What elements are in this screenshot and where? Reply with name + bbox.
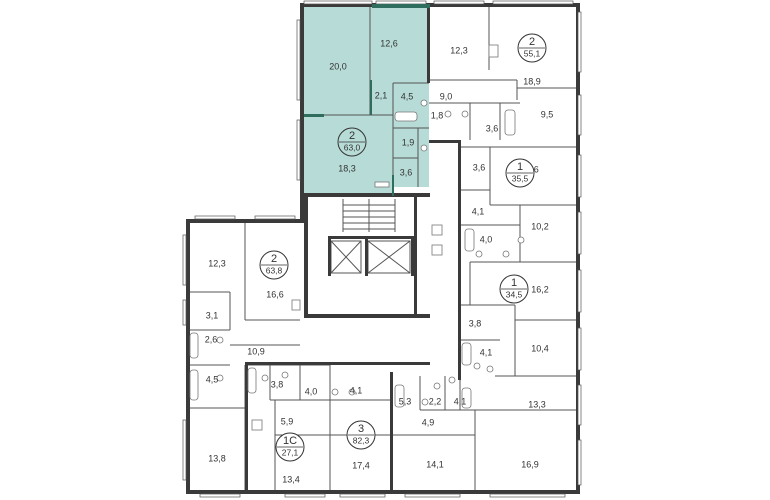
- room-area-label: 1,9: [402, 137, 415, 147]
- room-area-label: 4,5: [401, 91, 414, 101]
- apartment-area: 55,1: [524, 48, 541, 58]
- room-area-label: 14,1: [426, 459, 444, 469]
- room-area-label: 9,5: [541, 109, 554, 119]
- apartment-type: 3: [358, 423, 364, 435]
- room-area-label: 3,6: [473, 162, 486, 172]
- room-area-label: 3,8: [469, 318, 482, 328]
- highlighted-apartment[interactable]: [304, 7, 429, 196]
- room-area-label: 4,1: [350, 385, 363, 395]
- room-area-label: 3,6: [486, 123, 499, 133]
- apartment-badge[interactable]: 135,5: [505, 158, 535, 188]
- room-area-label: 5,3: [399, 396, 412, 406]
- room-area-label: 4,5: [206, 374, 219, 384]
- room-area-label: 3,1: [206, 310, 219, 320]
- fixtures: [189, 44, 525, 431]
- windows: [182, 0, 582, 498]
- apartment-area: 63,0: [344, 142, 361, 152]
- apartment-area: 34,5: [506, 289, 523, 299]
- room-area-label: 3,8: [271, 379, 284, 389]
- apartment-area: 27,1: [282, 447, 299, 457]
- room-area-label: 16,2: [531, 284, 549, 294]
- apartment-badge[interactable]: 263,8: [259, 250, 289, 280]
- room-area-label: 2,1: [375, 90, 388, 100]
- room-area-label: 2,2: [429, 396, 442, 406]
- apartment-type: 2: [529, 36, 535, 48]
- room-area-label: 5,9: [281, 416, 294, 426]
- apartment-area: 82,3: [353, 435, 370, 445]
- room-area-label: 10,9: [247, 346, 265, 356]
- room-area-label: 4,1: [472, 206, 485, 216]
- apartment-badge[interactable]: 255,1: [517, 33, 547, 63]
- room-area-label: 20,0: [329, 61, 347, 71]
- highlight-accents: [304, 4, 430, 196]
- room-area-label: 4,1: [480, 347, 493, 357]
- room-area-label: 2,6: [205, 334, 218, 344]
- wall-accent: [392, 175, 394, 196]
- wall-accent: [372, 4, 430, 8]
- wall-accent: [304, 114, 324, 117]
- wall-accent: [370, 80, 372, 115]
- apartment-badge[interactable]: 134,5: [499, 274, 529, 304]
- apartment-type: 2: [349, 130, 355, 142]
- apartment-type: 1: [511, 277, 517, 289]
- apartment-type: 1: [517, 161, 523, 173]
- room-area-label: 13,4: [282, 474, 300, 484]
- room-area-label: 4,0: [480, 234, 493, 244]
- apartment-badge[interactable]: 263,0: [337, 127, 367, 157]
- room-area-label: 4,1: [454, 396, 467, 406]
- apartment-area: 63,8: [266, 265, 283, 275]
- room-area-label: 18,9: [523, 76, 541, 86]
- room-area-label: 12,3: [208, 258, 226, 268]
- room-area-label: 10,4: [531, 343, 549, 353]
- apartment-area: 35,5: [512, 173, 529, 183]
- room-area-label: 18,3: [338, 163, 356, 173]
- room-area-label: 13,8: [208, 453, 226, 463]
- room-area-label: 3,6: [400, 167, 413, 177]
- room-area-label: 17,4: [352, 460, 370, 470]
- room-area-label: 4,9: [422, 417, 435, 427]
- apartment-badge[interactable]: 382,3: [346, 420, 376, 450]
- room-area-label: 4,0: [305, 386, 318, 396]
- room-area-label: 1,8: [431, 110, 444, 120]
- apartment-type: 1С: [283, 435, 297, 447]
- room-area-label: 13,3: [528, 399, 546, 409]
- room-area-label: 9,0: [440, 91, 453, 101]
- room-area-label: 16,6: [266, 289, 284, 299]
- room-area-label: 10,2: [531, 221, 549, 231]
- room-area-label: 12,6: [380, 38, 398, 48]
- apartment-type: 2: [271, 253, 277, 265]
- room-area-label: 16,9: [521, 459, 539, 469]
- room-area-label: 12,3: [450, 45, 468, 55]
